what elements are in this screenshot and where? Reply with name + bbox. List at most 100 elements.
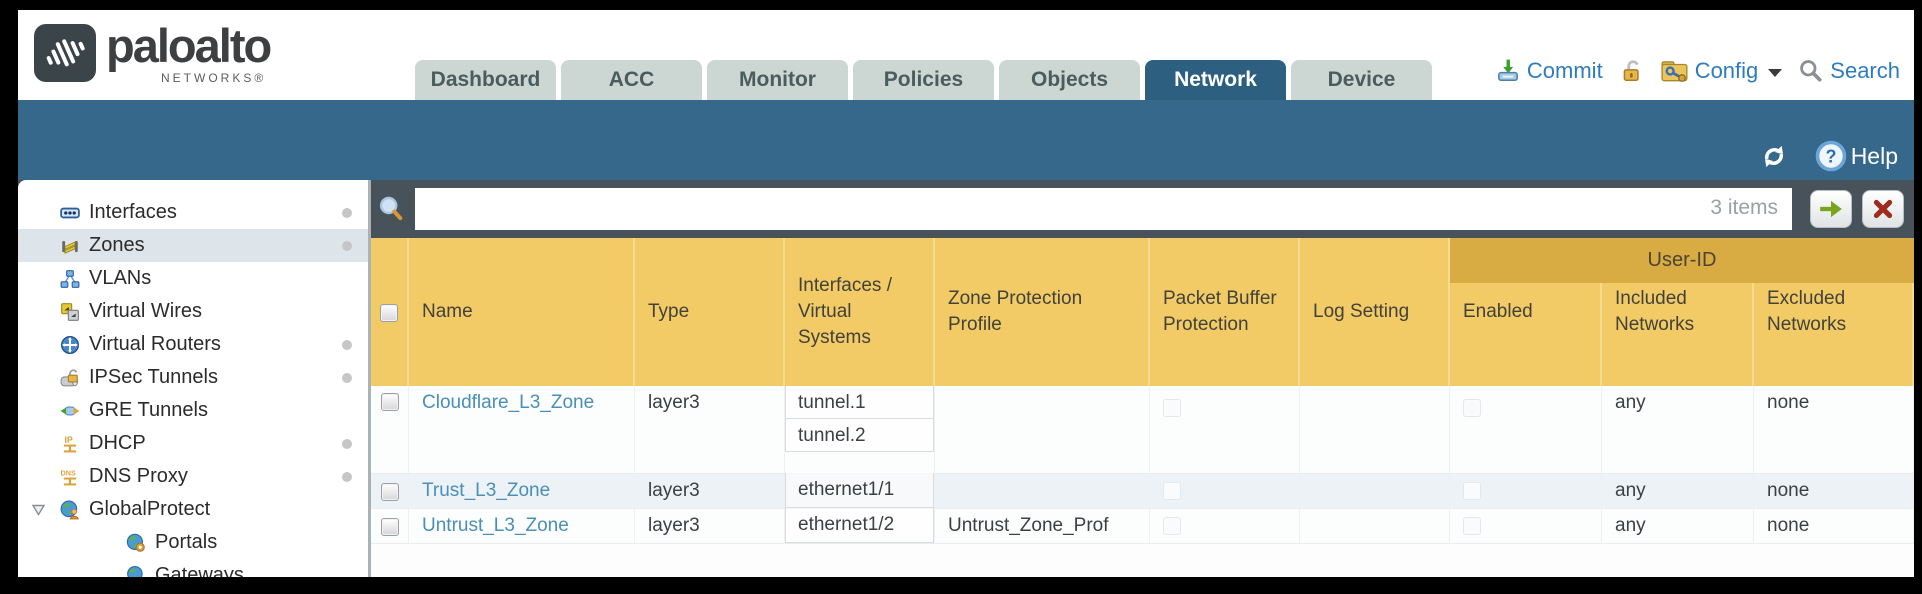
status-dot	[342, 472, 352, 482]
search-button[interactable]: Search	[1798, 58, 1900, 84]
brand-subtitle: NETWORKS®	[161, 71, 267, 85]
zone-name-link[interactable]: Cloudflare_L3_Zone	[422, 392, 595, 413]
sidebar-item-label: VLANs	[89, 267, 152, 289]
config-menu[interactable]: Config	[1661, 58, 1783, 84]
sidebar-item-label: Virtual Routers	[89, 333, 221, 355]
tab-device[interactable]: Device	[1291, 60, 1432, 100]
sidebar-item-globalprotect[interactable]: GlobalProtect	[18, 493, 368, 526]
interfaces-icon	[60, 207, 80, 218]
apply-filter-button[interactable]	[1810, 190, 1852, 228]
col-header-included-networks[interactable]: Included Networks	[1602, 238, 1754, 386]
enabled-cell	[1450, 474, 1602, 508]
enabled-cell	[1450, 386, 1602, 473]
col-header-name[interactable]: Name	[409, 238, 635, 386]
col-header-excluded-networks[interactable]: Excluded Networks	[1754, 238, 1914, 386]
zone-type-cell: layer3	[635, 509, 785, 543]
filter-input[interactable]	[415, 188, 1792, 230]
app-window: paloalto NETWORKS® Dashboard ACC Monitor…	[18, 10, 1914, 577]
sidebar-item-gre-tunnels[interactable]: GRE Tunnels	[18, 394, 368, 427]
expand-triangle-icon[interactable]	[32, 504, 45, 516]
tab-objects[interactable]: Objects	[999, 60, 1140, 100]
content-area: Interfaces Zones	[18, 180, 1914, 577]
col-header-zone-protection[interactable]: Zone Protection Profile	[935, 238, 1150, 386]
sidebar-item-label: Zones	[89, 234, 145, 256]
commit-label: Commit	[1526, 58, 1603, 83]
paloalto-logo-icon	[34, 24, 96, 82]
portals-icon	[126, 533, 145, 552]
zones-table: Name Type Interfaces / Virtual Systems Z…	[371, 238, 1914, 577]
table-header: Name Type Interfaces / Virtual Systems Z…	[371, 238, 1914, 386]
refresh-button[interactable]	[1759, 143, 1789, 170]
sidebar-item-label: GRE Tunnels	[89, 399, 208, 421]
sidebar-item-dhcp[interactable]: IP DHCP	[18, 427, 368, 460]
tab-policies[interactable]: Policies	[853, 60, 994, 100]
main-tabs: Dashboard ACC Monitor Policies Objects N…	[415, 60, 1437, 100]
user-id-enabled-checkbox	[1463, 517, 1481, 535]
row-checkbox[interactable]	[380, 482, 399, 501]
table-row: Trust_L3_Zone layer3 ethernet1/1 any non…	[371, 473, 1914, 509]
sidebar-item-virtual-routers[interactable]: Virtual Routers	[18, 328, 368, 361]
zone-protection-cell	[935, 386, 1150, 473]
sidebar-item-gateways[interactable]: Gateways	[18, 559, 368, 577]
select-all-checkbox[interactable]	[380, 303, 398, 322]
packet-buffer-cell	[1150, 386, 1300, 473]
gateways-icon	[127, 565, 143, 577]
col-header-enabled[interactable]: Enabled	[1450, 238, 1602, 386]
help-label: Help	[1850, 142, 1898, 169]
sidebar-item-dns-proxy[interactable]: DNS DNS Proxy	[18, 460, 368, 493]
tab-network[interactable]: Network	[1145, 60, 1286, 100]
col-header-packet-buffer[interactable]: Packet Buffer Protection	[1150, 238, 1300, 386]
tab-monitor[interactable]: Monitor	[707, 60, 848, 100]
user-id-enabled-checkbox	[1463, 482, 1481, 500]
packet-buffer-checkbox	[1163, 399, 1181, 417]
zone-type-cell: layer3	[635, 386, 785, 473]
zones-icon	[62, 240, 78, 254]
select-all-cell	[371, 238, 409, 386]
secondary-toolbar: ? Help	[18, 100, 1914, 180]
sidebar-item-portals[interactable]: Portals	[18, 526, 368, 559]
sidebar-item-virtual-wires[interactable]: Virtual Wires	[18, 295, 368, 328]
refresh-icon	[1764, 145, 1783, 167]
search-label: Search	[1830, 58, 1900, 83]
col-header-interfaces[interactable]: Interfaces / Virtual Systems	[785, 238, 935, 386]
commit-button[interactable]: Commit	[1495, 58, 1603, 84]
row-checkbox[interactable]	[380, 393, 399, 411]
interface-entry: tunnel.1	[785, 385, 934, 419]
status-dot	[342, 373, 352, 383]
table-row: Cloudflare_L3_Zone layer3 tunnel.1 tunne…	[371, 385, 1914, 474]
sidebar-item-interfaces[interactable]: Interfaces	[18, 196, 368, 229]
interfaces-cell: ethernet1/2	[785, 508, 935, 543]
table-row: Untrust_L3_Zone layer3 ethernet1/2 Untru…	[371, 508, 1914, 544]
globalprotect-icon	[60, 500, 79, 519]
col-header-type[interactable]: Type	[635, 238, 785, 386]
excluded-networks-cell: none	[1754, 386, 1914, 473]
tab-acc[interactable]: ACC	[561, 60, 702, 100]
zone-name-link[interactable]: Trust_L3_Zone	[422, 480, 551, 501]
status-dot	[342, 241, 352, 251]
sidebar-item-ipsec-tunnels[interactable]: IPSec Tunnels	[18, 361, 368, 394]
items-count: 3 items	[1710, 196, 1778, 219]
header-utilities: Commit Config	[1495, 58, 1900, 84]
tab-dashboard[interactable]: Dashboard	[415, 60, 556, 100]
clear-filter-button[interactable]	[1862, 190, 1904, 228]
lock-open-icon	[1623, 60, 1639, 81]
vlans-icon	[60, 269, 80, 288]
lock-button[interactable]	[1619, 58, 1645, 84]
packet-buffer-cell	[1150, 509, 1300, 543]
virtual-wires-icon	[61, 302, 79, 321]
zone-name-link[interactable]: Untrust_L3_Zone	[422, 515, 569, 536]
log-setting-cell	[1300, 386, 1450, 473]
interfaces-cell: tunnel.1 tunnel.2	[785, 385, 935, 473]
dns-proxy-icon: DNS	[61, 468, 77, 485]
svg-text:?: ?	[1825, 147, 1836, 167]
clear-x-icon	[1873, 199, 1893, 219]
svg-text:DNS: DNS	[61, 468, 76, 477]
col-header-log-setting[interactable]: Log Setting	[1300, 238, 1450, 386]
row-checkbox[interactable]	[380, 517, 399, 536]
sidebar-item-vlans[interactable]: VLANs	[18, 262, 368, 295]
sidebar-item-label: DNS Proxy	[89, 465, 188, 487]
sidebar: Interfaces Zones	[18, 180, 371, 577]
sidebar-item-zones[interactable]: Zones	[18, 229, 368, 262]
sidebar-item-label: Interfaces	[89, 201, 177, 223]
help-button[interactable]: ? Help	[1815, 140, 1898, 172]
